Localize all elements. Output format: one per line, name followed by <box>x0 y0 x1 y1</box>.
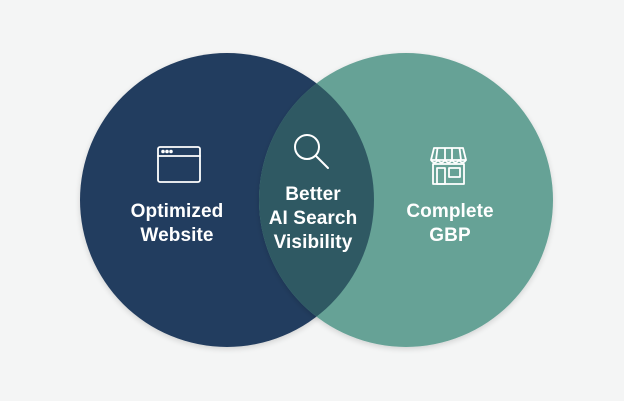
overlap-region <box>259 53 374 347</box>
center-label: Better AI Search Visibility <box>243 183 383 255</box>
left-label-line-1: Optimized <box>130 201 224 222</box>
right-label-line-2: GBP <box>429 225 471 246</box>
center-label-line-1: Better <box>285 184 341 205</box>
storefront-icon <box>430 147 467 185</box>
right-label-line-1: Complete <box>406 201 494 222</box>
browser-window-icon <box>157 146 201 183</box>
center-label-line-3: Visibility <box>273 232 353 253</box>
magnifier-icon <box>294 134 329 169</box>
left-label: Optimized Website <box>102 200 252 248</box>
left-label-line-2: Website <box>140 225 214 246</box>
right-label: Complete GBP <box>374 200 526 248</box>
center-label-line-2: AI Search <box>268 208 358 229</box>
